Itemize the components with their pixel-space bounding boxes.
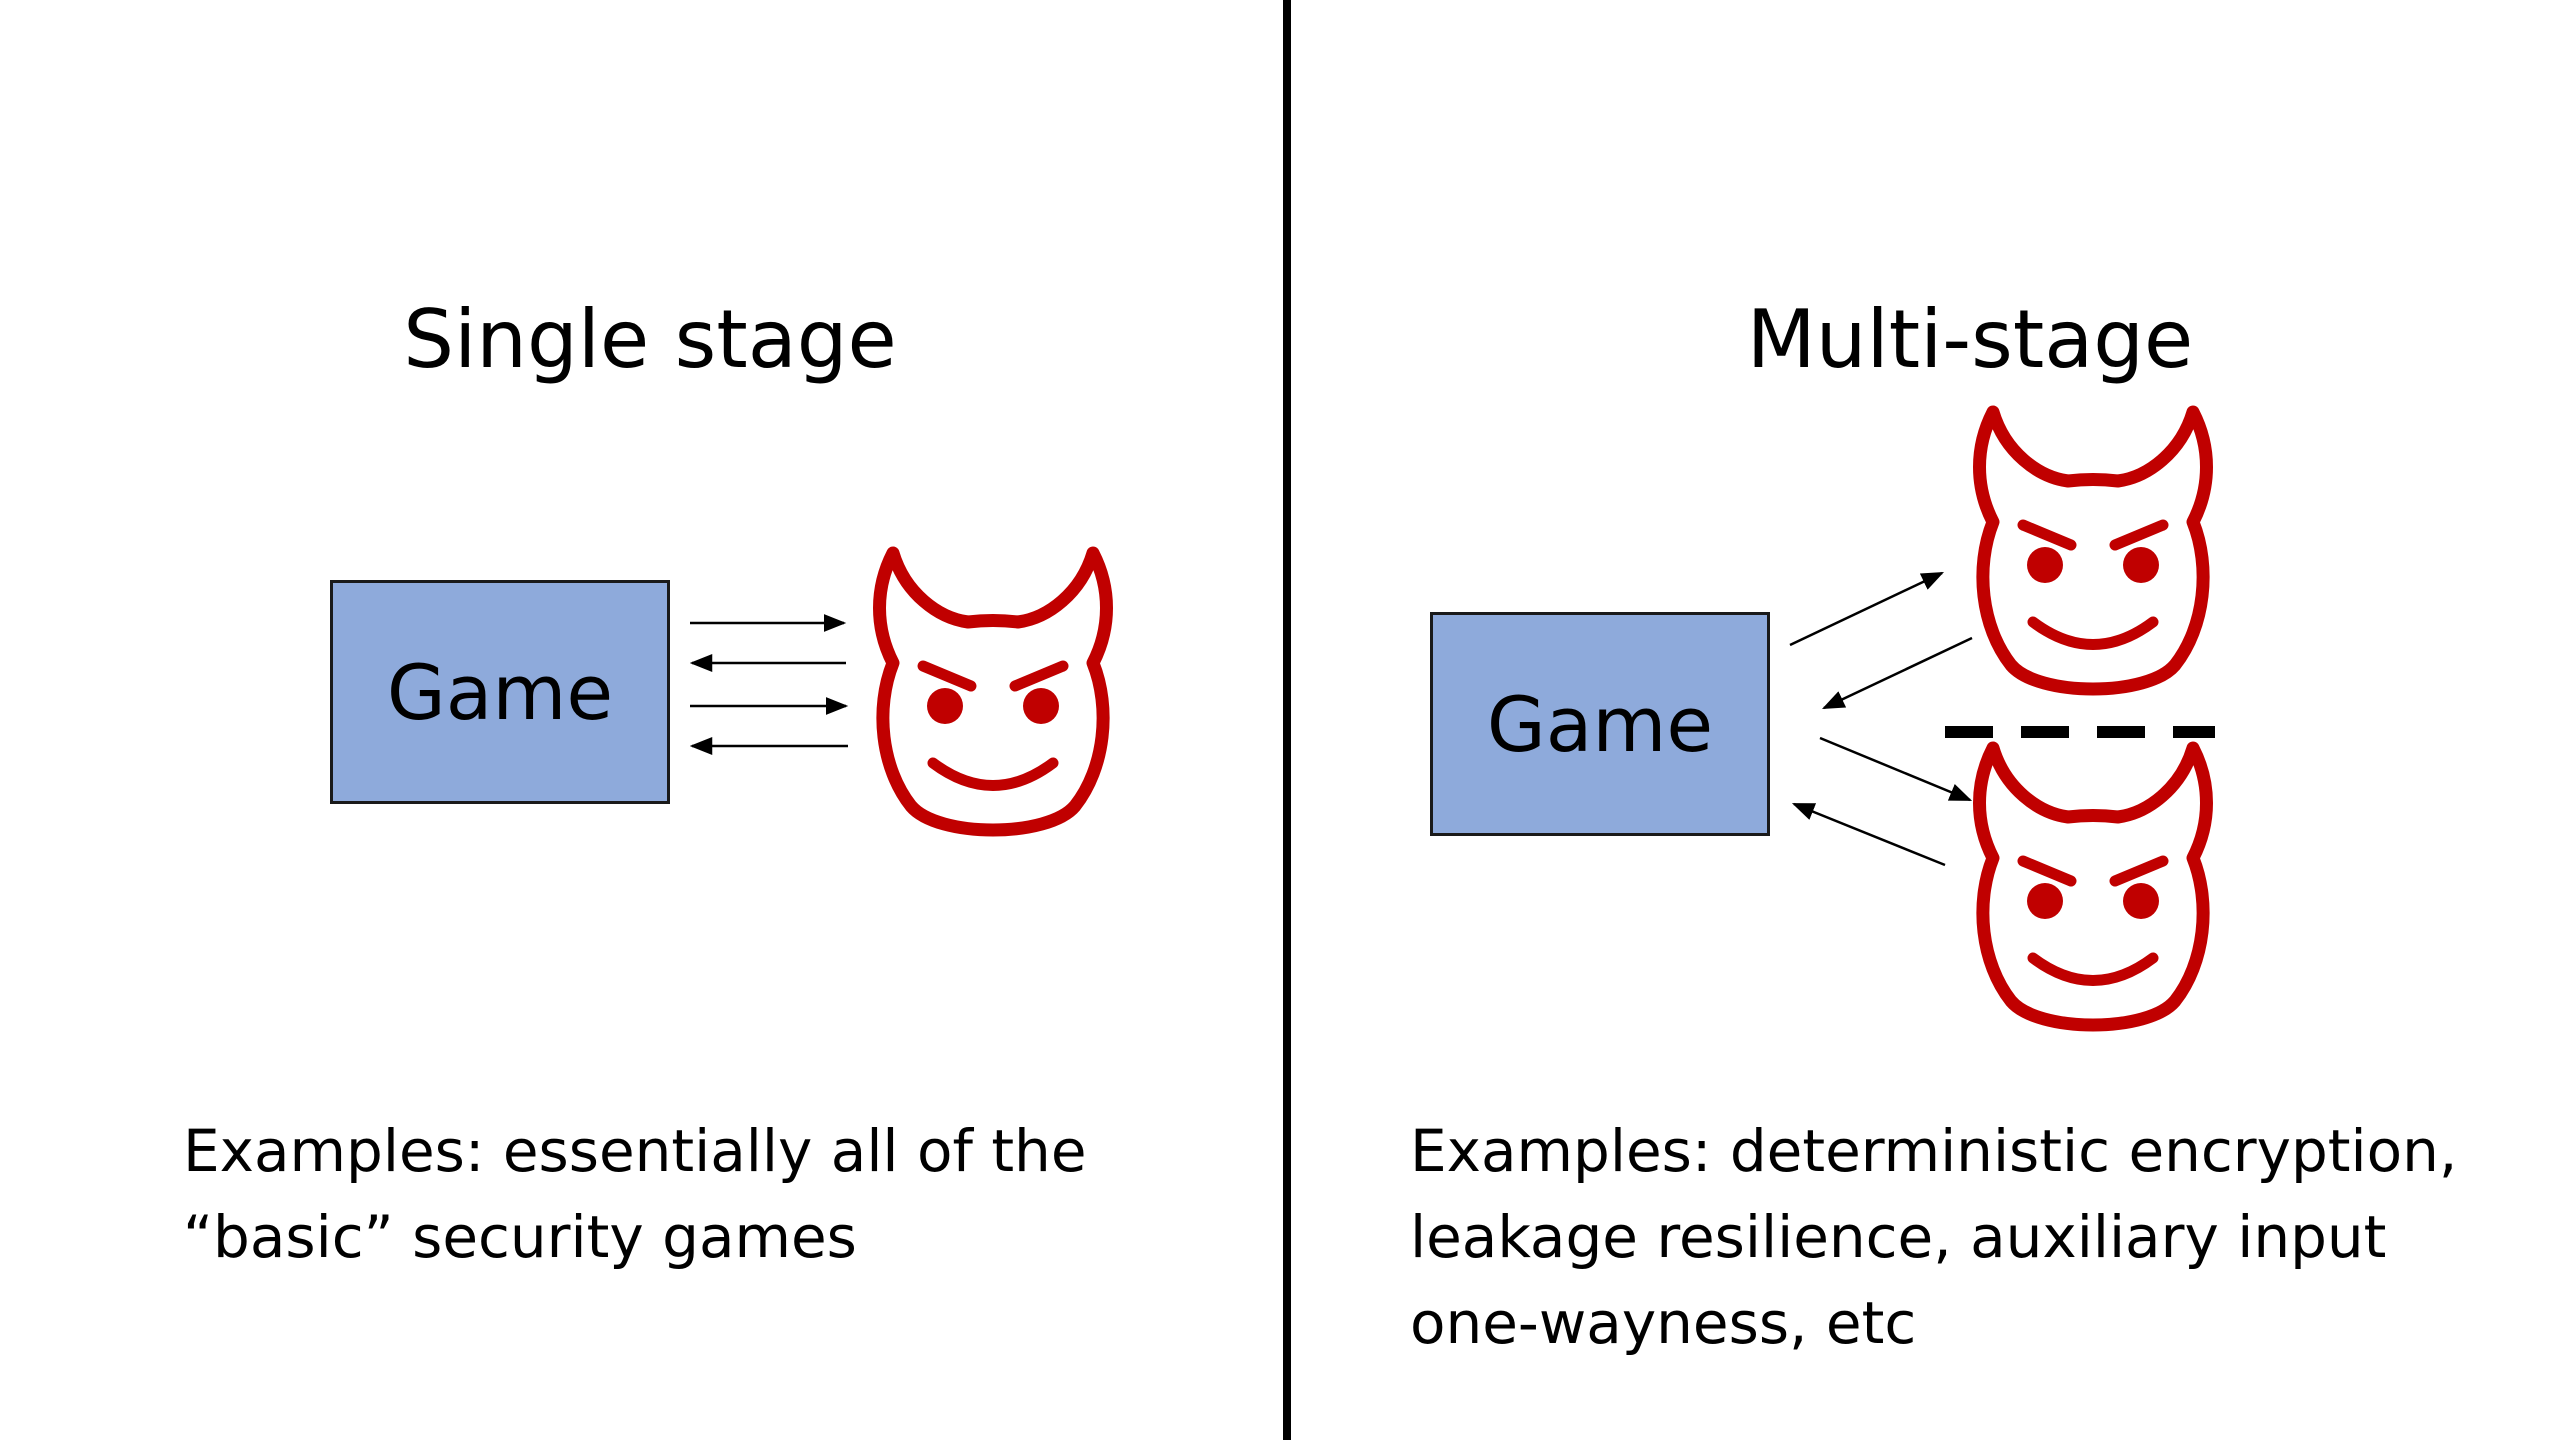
multi-stage-examples: Examples: deterministic encryption, leak… xyxy=(1410,1108,2530,1366)
devil-face-icon xyxy=(880,553,1107,830)
arrow-to-adversary-stage2 xyxy=(1819,736,1973,802)
single-stage-examples: Examples: essentially all of the “basic”… xyxy=(183,1108,1183,1280)
arrow-to-game-stage1 xyxy=(1821,636,1973,710)
single-stage-title: Single stage xyxy=(403,293,897,386)
examples-line: leakage resilience, auxiliary input xyxy=(1410,1203,2387,1271)
game-box-single: Game xyxy=(330,580,670,804)
examples-line: Examples: essentially all of the xyxy=(183,1117,1087,1185)
examples-line: Examples: deterministic encryption, xyxy=(1410,1117,2458,1185)
game-label: Game xyxy=(386,647,614,737)
examples-line: one-wayness, etc xyxy=(1410,1289,1917,1357)
multi-stage-title: Multi-stage xyxy=(1746,293,2194,386)
arrow-to-game-stage2 xyxy=(1791,802,1946,867)
devil-face-icon xyxy=(1980,412,2207,689)
panel-divider xyxy=(1283,0,1291,1440)
game-label: Game xyxy=(1486,679,1714,769)
devil-face-icon xyxy=(1980,748,2207,1025)
arrow-to-adversary-stage1 xyxy=(1789,571,1945,647)
game-box-multi: Game xyxy=(1430,612,1770,836)
examples-line: “basic” security games xyxy=(183,1203,857,1271)
